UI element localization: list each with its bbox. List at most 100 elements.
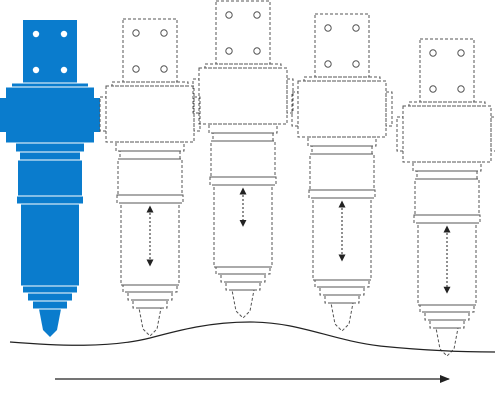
collar	[16, 143, 84, 152]
collar	[208, 123, 278, 134]
nozzle-ring-3	[33, 301, 67, 309]
nozzle-tip	[330, 302, 354, 332]
bolt-hole-3	[132, 65, 140, 73]
bolt-hole-3	[225, 47, 233, 55]
collar	[412, 161, 482, 172]
mount-plate	[23, 20, 77, 83]
bolt-hole-4	[160, 65, 168, 73]
nozzle-ring-1	[215, 266, 271, 275]
right-tab	[193, 96, 201, 132]
bolt-hole-1	[429, 49, 437, 57]
lower-cylinder	[312, 197, 372, 281]
plate-neck	[204, 63, 282, 69]
nozzle-ring-2	[28, 293, 72, 301]
tool-outline-icon	[192, 0, 294, 319]
nozzle-tip	[435, 327, 459, 357]
bolt-hole-3	[324, 60, 332, 68]
upper-cylinder	[117, 158, 183, 196]
right-tab	[94, 98, 100, 132]
mount-plate	[314, 13, 370, 78]
housing	[6, 87, 94, 143]
bolt-hole-4	[457, 85, 465, 93]
right-tab	[286, 78, 294, 114]
nozzle-ring-3	[132, 299, 168, 309]
bolt-hole-1	[132, 29, 140, 37]
plate-neck	[303, 76, 381, 82]
nozzle-ring-1	[23, 286, 77, 293]
bolt-hole-1	[324, 24, 332, 32]
bolt-hole-3	[429, 85, 437, 93]
left-tab	[99, 96, 107, 132]
ring	[308, 189, 376, 199]
nozzle-ring-1	[314, 279, 370, 288]
plate-neck	[111, 81, 189, 87]
ring	[209, 176, 277, 186]
nozzle-ring-3	[225, 281, 261, 291]
nozzle-ring-3	[429, 319, 465, 329]
nozzle-ring-2	[319, 286, 365, 296]
upper-cylinder	[18, 160, 82, 196]
nozzle-ring-1	[419, 304, 475, 313]
lower-cylinder	[417, 222, 477, 306]
mount-plate	[122, 18, 178, 83]
tool-outline-icon	[99, 18, 201, 337]
bolt-hole-2	[352, 24, 360, 32]
left-tab	[291, 91, 299, 127]
plate-neck	[12, 83, 88, 87]
collar	[307, 136, 377, 147]
tool-position-2	[99, 18, 201, 337]
bolt-hole-2	[457, 49, 465, 57]
bolt-hole-2	[253, 11, 261, 19]
tool-outline-icon	[396, 38, 495, 357]
tool-outline-icon	[291, 13, 393, 332]
left-tab	[396, 116, 404, 152]
nozzle-ring-2	[424, 311, 470, 321]
mount-plate	[419, 38, 475, 103]
tool-position-3	[192, 0, 294, 319]
collar-lower	[212, 132, 274, 142]
nozzle-tip	[138, 307, 162, 337]
bolt-hole-3	[32, 66, 40, 74]
collar-lower	[416, 170, 478, 180]
tool-position-4	[291, 13, 393, 332]
upper-cylinder	[210, 140, 276, 178]
upper-cylinder	[414, 178, 480, 216]
lower-cylinder	[120, 202, 180, 286]
ring	[116, 194, 184, 204]
upper-cylinder	[309, 153, 375, 191]
housing	[297, 80, 387, 138]
lower-cylinder	[213, 184, 273, 268]
collar-lower	[20, 152, 80, 160]
bolt-hole-4	[352, 60, 360, 68]
nozzle-ring-2	[220, 273, 266, 283]
left-tab	[0, 98, 6, 132]
nozzle-ring-3	[324, 294, 360, 304]
right-tab	[385, 91, 393, 127]
collar-lower	[119, 150, 181, 160]
bolt-hole-1	[32, 30, 40, 38]
nozzle-tip	[231, 289, 255, 319]
left-tab	[192, 78, 200, 114]
collar	[115, 141, 185, 152]
housing	[198, 67, 288, 125]
collar-lower	[311, 145, 373, 155]
tools-layer	[0, 0, 495, 357]
right-tab	[490, 116, 495, 152]
bolt-hole-2	[60, 30, 68, 38]
nozzle-ring-2	[127, 291, 173, 301]
plate-neck	[408, 101, 486, 107]
tool-position-1	[0, 20, 100, 337]
bolt-hole-2	[160, 29, 168, 37]
nozzle-tip	[39, 309, 61, 337]
ring	[413, 214, 481, 224]
nozzle-ring-1	[122, 284, 178, 293]
ground-layer	[9, 321, 495, 353]
surface-contour	[9, 321, 495, 353]
mount-plate	[215, 0, 271, 65]
housing	[105, 85, 195, 143]
bolt-hole-4	[253, 47, 261, 55]
tool-solid-icon	[0, 20, 100, 337]
tool-position-5	[396, 38, 495, 357]
